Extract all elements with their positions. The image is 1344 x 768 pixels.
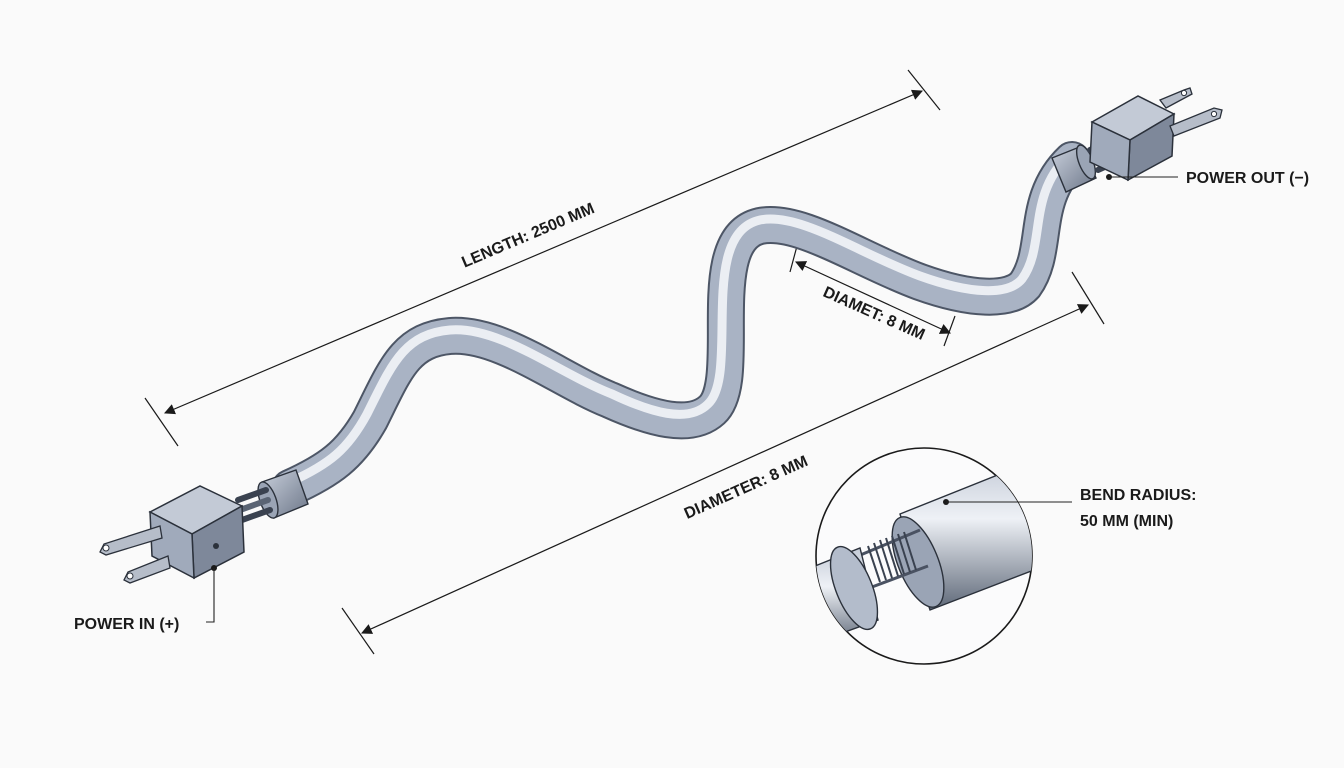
diameter-lower-extension-right — [1071, 271, 1105, 325]
length-extension-right — [907, 69, 941, 111]
power-in-label: POWER IN (+) — [74, 616, 179, 633]
diameter-lower-dimension-line — [361, 304, 1089, 634]
bend-radius-inset — [815, 447, 1033, 665]
left-prong-upper — [99, 525, 163, 556]
diameter-upper-extension-left — [789, 245, 798, 273]
coil — [867, 531, 917, 583]
diameter-lower-label: DIAMETER: 8 MM — [682, 453, 811, 523]
cable-tube — [271, 141, 1091, 507]
length-label: LENGTH: 2500 MM — [459, 200, 597, 271]
bend-radius-label-line2: 50 MM (MIN) — [1080, 513, 1173, 530]
diameter-lower-extension-left — [341, 607, 375, 655]
power-out-callout: POWER OUT (−) — [1106, 170, 1309, 187]
length-dimension-line — [164, 89, 923, 415]
power-out-label: POWER OUT (−) — [1186, 170, 1309, 187]
right-ferrule — [1051, 144, 1097, 193]
right-prong-lower — [1169, 107, 1223, 137]
left-plug — [99, 485, 245, 584]
length-extension-left — [144, 397, 179, 447]
diameter-upper-dimension-line — [795, 261, 951, 334]
power-in-callout: POWER IN (+) — [74, 565, 217, 633]
left-wires — [235, 487, 273, 523]
right-plug — [1089, 87, 1223, 182]
left-prong-lower — [123, 555, 171, 584]
right-prong-upper — [1158, 87, 1193, 109]
bend-radius-label-line1: BEND RADIUS: — [1080, 487, 1196, 504]
bend-radius-callout: BEND RADIUS: 50 MM (MIN) — [943, 487, 1196, 530]
